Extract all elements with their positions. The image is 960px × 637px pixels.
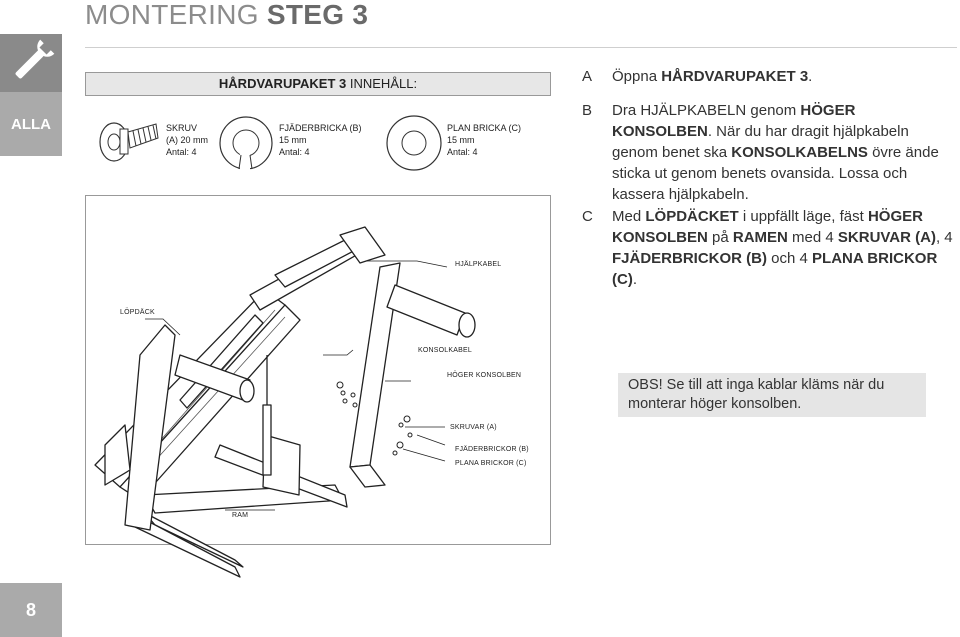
step-c-text-7: . bbox=[632, 271, 637, 288]
step-c-text-1: Med bbox=[612, 208, 646, 225]
title-bold: STEG 3 bbox=[266, 0, 369, 30]
part-flat-washer-name: PLAN BRICKA (C) bbox=[447, 123, 522, 133]
part-screw-name: SKRUV bbox=[166, 123, 198, 133]
step-a: A Öppna HÅRDVARUPAKET 3. bbox=[582, 66, 960, 88]
step-c-bold-4: SKRUVAR (A) bbox=[837, 229, 936, 246]
part-flat-washer-qty: Antal: 4 bbox=[447, 147, 478, 157]
step-a-text-1: Öppna bbox=[612, 68, 662, 85]
part-screw-qty: Antal: 4 bbox=[166, 147, 197, 157]
step-a-text-2: . bbox=[808, 68, 813, 85]
step-c-bold-6: PLANA BRICKOR (C) bbox=[612, 250, 938, 288]
step-c-letter: C bbox=[582, 208, 593, 225]
step-c-bold-5: FJÄDERBRICKOR (B) bbox=[612, 250, 767, 267]
part-screw-label: SKRUV (A) 20 mm Antal: 4 bbox=[166, 122, 208, 158]
step-c: C Med LÖPDÄCKET i uppfällt läge, fäst HÖ… bbox=[582, 206, 960, 296]
label-hoger-konsolben: HÖGER KONSOLBEN bbox=[447, 372, 522, 379]
hardware-header-light: INNEHÅLL: bbox=[346, 76, 418, 91]
label-ram: RAM bbox=[232, 512, 249, 519]
wrench-icon bbox=[15, 39, 55, 79]
sidebar-tools-tab bbox=[0, 34, 62, 92]
part-flat-washer-label: PLAN BRICKA (C) 15 mm Antal: 4 bbox=[447, 122, 521, 158]
step-b-bold-1: HÖGER KONSOLBEN bbox=[612, 102, 856, 140]
step-c-bold-2: HÖGER KONSOLBEN bbox=[612, 208, 923, 246]
flat-washer-illustration bbox=[386, 115, 442, 171]
step-b-text-3: övre ände sticka ut genom benets ovansid… bbox=[612, 144, 939, 203]
step-c-text-3: på bbox=[707, 229, 733, 246]
part-spring-washer-size: 15 mm bbox=[279, 135, 307, 145]
part-flat-washer-size: 15 mm bbox=[447, 135, 475, 145]
step-b: B Dra HJÄLPKABELN genom HÖGER KONSOLBEN.… bbox=[582, 100, 960, 205]
part-spring-washer-label: FJÄDERBRICKA (B) 15 mm Antal: 4 bbox=[279, 122, 362, 158]
page-number: 8 bbox=[0, 583, 62, 637]
step-a-letter: A bbox=[582, 68, 593, 85]
page-title: MONTERING STEG 3 bbox=[85, 0, 368, 30]
spring-washer-illustration bbox=[219, 116, 273, 173]
step-c-text-2: i uppfällt läge, fäst bbox=[738, 208, 868, 225]
treadmill-assembly-drawing bbox=[94, 226, 476, 578]
step-c-text-4: med 4 bbox=[787, 229, 838, 246]
label-hjalpkabel: HJÄLPKABEL bbox=[455, 261, 502, 268]
step-b-bold-2: KONSOLKABELNS bbox=[731, 144, 868, 161]
label-konsolkabel: KONSOLKABEL bbox=[418, 347, 472, 354]
label-fjaderbrickor: FJÄDERBRICKOR (B) bbox=[455, 446, 529, 453]
title-divider bbox=[85, 47, 957, 48]
label-lopdack: LÖPDÄCK bbox=[120, 309, 155, 316]
sidebar-section-label: ALLA bbox=[0, 92, 62, 156]
step-b-letter: B bbox=[582, 102, 593, 119]
part-spring-washer-name: FJÄDERBRICKA (B) bbox=[279, 123, 362, 133]
step-c-bold-3: RAMEN bbox=[732, 229, 788, 246]
hardware-header-bold: HÅRDVARUPAKET 3 bbox=[218, 76, 347, 91]
part-spring-washer-qty: Antal: 4 bbox=[279, 147, 310, 157]
step-c-bold-1: LÖPDÄCKET bbox=[645, 208, 739, 225]
screw-illustration bbox=[99, 122, 159, 162]
label-skruvar: SKRUVAR (A) bbox=[450, 424, 497, 431]
hardware-pack-header: HÅRDVARUPAKET 3 INNEHÅLL: bbox=[85, 72, 551, 96]
note-box: OBS! Se till att inga kablar kläms när d… bbox=[618, 373, 926, 417]
label-plana-brickor: PLANA BRICKOR (C) bbox=[455, 460, 527, 467]
title-light: MONTERING bbox=[85, 0, 267, 30]
step-a-bold-1: HÅRDVARUPAKET 3 bbox=[661, 68, 809, 85]
step-c-text-5: , 4 bbox=[935, 229, 953, 246]
step-c-text-6: och 4 bbox=[767, 250, 813, 267]
part-screw-size: (A) 20 mm bbox=[166, 135, 209, 145]
step-b-text-1: Dra HJÄLPKABELN genom bbox=[612, 102, 801, 119]
step-b-text-2: . När du har dragit hjälpkabeln genom be… bbox=[612, 123, 909, 161]
